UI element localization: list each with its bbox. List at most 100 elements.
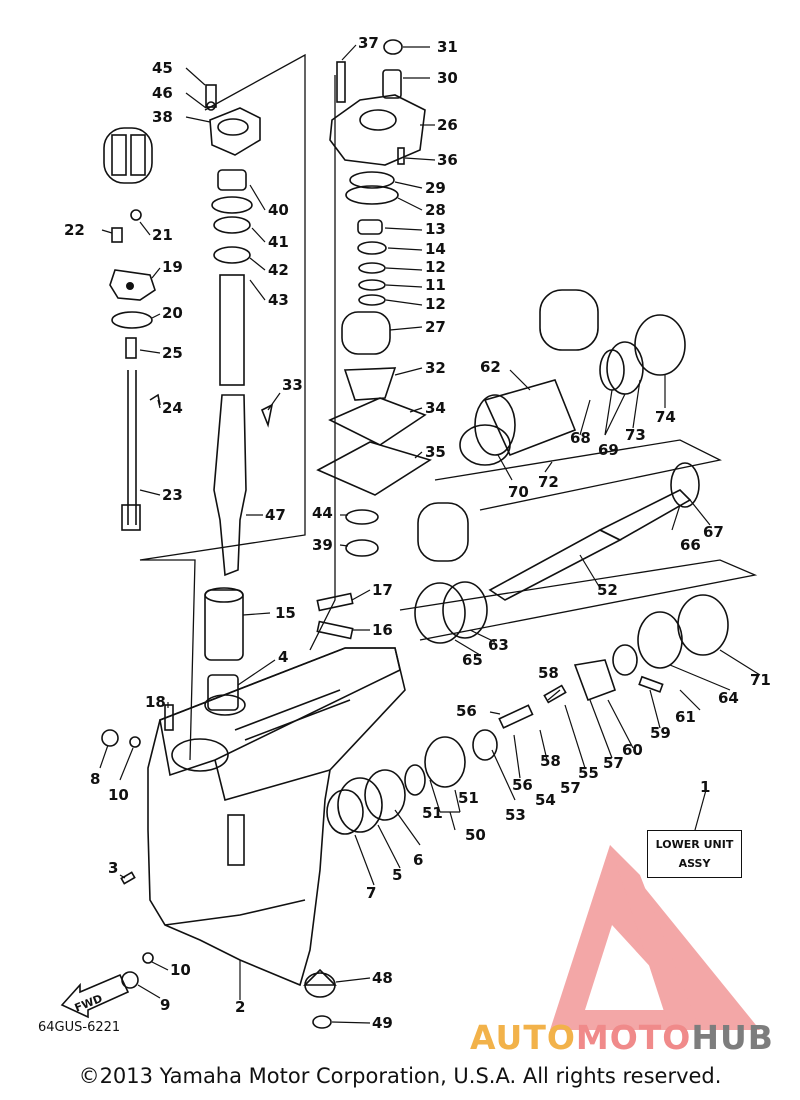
part-label: 73 [625,426,646,444]
part-label: 27 [425,318,446,336]
part-label: 45 [152,59,173,77]
part-label: 18 [145,693,166,711]
part-label: 53 [505,806,526,824]
part-label: 8 [90,770,100,788]
part-label: 21 [152,226,173,244]
part-label: 49 [372,1014,393,1032]
part-label: 58 [540,752,561,770]
part-label: 32 [425,359,446,377]
assembly-label-box: LOWER UNIT ASSY [647,830,742,878]
part-label: 16 [372,621,393,639]
part-label: 74 [655,408,676,426]
part-label: 63 [488,636,509,654]
part-label: 36 [437,151,458,169]
part-label: 38 [152,108,173,126]
part-label: 26 [437,116,458,134]
part-label: 62 [480,358,501,376]
part-label: 1 [700,778,710,796]
watermark-logo [550,845,760,1030]
part-label: 29 [425,179,446,197]
part-label: 6 [413,851,423,869]
part-label: 44 [312,504,333,522]
propshaft-group-bracket [434,439,722,511]
part-label: 12 [425,295,446,313]
part-label: 41 [268,233,289,251]
propeller-shaft-assembly [414,289,729,704]
leader-lines [99,44,761,1024]
part-label: 28 [425,201,446,219]
part-label: 19 [162,258,183,276]
part-label: 20 [162,304,183,322]
part-label: 5 [392,866,402,884]
part-label: 56 [456,702,477,720]
part-label: 39 [312,536,333,554]
part-label: 60 [622,741,643,759]
part-label: 17 [372,581,393,599]
part-label: 56 [512,776,533,794]
part-label: 2 [235,998,245,1016]
part-label: 24 [162,399,183,417]
part-label: 57 [603,754,624,772]
part-label: 34 [425,399,446,417]
part-label: 23 [162,486,183,504]
part-label: 54 [535,791,556,809]
watermark-part2: MOTO [575,1018,692,1057]
part-label: 57 [560,779,581,797]
part-label: 58 [538,664,559,682]
part-label: 50 [465,826,486,844]
part-label: 52 [597,581,618,599]
part-label: 12 [425,258,446,276]
part-label: 64 [718,689,739,707]
assembly-label-line2: ASSY [678,857,711,870]
part-label: 31 [437,38,458,56]
shift-rod-assembly [103,127,161,531]
gear-assembly [101,704,534,1029]
part-label: 46 [152,84,173,102]
watermark-part1: AUTO [470,1018,576,1057]
assembly-label-line1: LOWER UNIT [655,838,734,851]
fwd-arrow [60,973,130,1019]
watermark-text: AUTOMOTOHUB [470,1018,800,1057]
part-label: 68 [570,429,591,447]
driveshaft-assembly [204,84,274,711]
part-label: 51 [422,804,443,822]
part-label: 71 [750,671,771,689]
part-label: 42 [268,261,289,279]
part-label: 35 [425,443,446,461]
copyright-notice: ©2013 Yamaha Motor Corporation, U.S.A. A… [78,1064,722,1088]
lower-casing [147,647,406,987]
part-label: 69 [598,441,619,459]
part-label: 61 [675,708,696,726]
part-label: 55 [578,764,599,782]
part-label: 43 [268,291,289,309]
part-label: 70 [508,483,529,501]
part-label: 14 [425,240,446,258]
part-label: 10 [170,961,191,979]
part-label: 67 [703,523,724,541]
part-label: 13 [425,220,446,238]
diagram-code: 64GUS-6221 [38,1020,121,1035]
part-label: 4 [278,648,288,666]
part-label: 11 [425,276,446,294]
part-label: 15 [275,604,296,622]
part-label: 40 [268,201,289,219]
part-label: 66 [680,536,701,554]
gear-group-bracket [399,559,758,641]
part-label: 25 [162,344,183,362]
water-pump-assembly [316,39,469,640]
part-label: 72 [538,473,559,491]
part-label: 22 [64,221,85,239]
part-label: 47 [265,506,286,524]
part-label: 59 [650,724,671,742]
part-label: 3 [108,859,118,877]
part-label: 10 [108,786,129,804]
watermark-part3: HUB [691,1018,774,1057]
part-label: 30 [437,69,458,87]
part-label: 9 [160,996,170,1014]
part-label: 51 [458,789,479,807]
part-label: 37 [358,34,379,52]
part-label: 65 [462,651,483,669]
part-label: 48 [372,969,393,987]
